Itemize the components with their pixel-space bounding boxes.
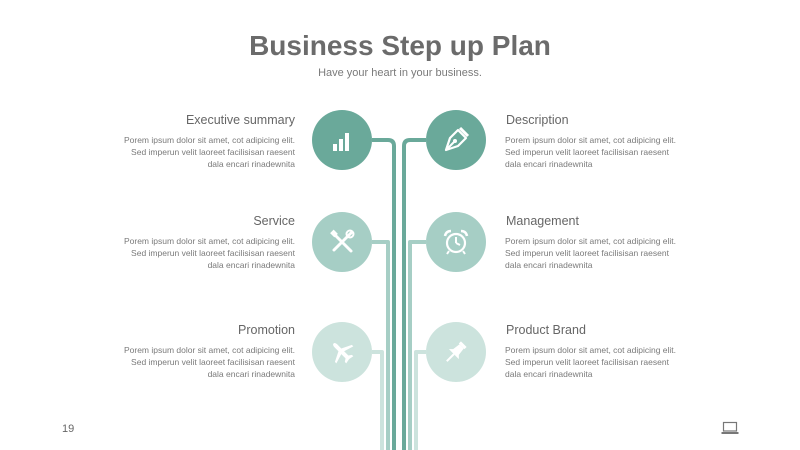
bar-chart-icon [333,133,349,151]
step-heading: Description [506,113,569,127]
step-icon-circle [312,110,372,170]
step-heading: Promotion [238,323,295,337]
stem-line-executive [372,138,396,450]
pen-nib-icon [444,126,470,152]
stem-line-service [372,240,390,450]
slide-title: Business Step up Plan [249,30,551,61]
airplane-icon [333,343,354,364]
stem-line-management [408,240,426,450]
pushpin-icon [446,341,467,362]
step-icon-circle [312,322,372,382]
laptop-icon [721,421,739,434]
step-heading: Service [253,214,295,228]
step-heading: Management [506,214,579,228]
step-heading: Product Brand [506,323,586,337]
step-description: Porem ipsum dolor sit amet, cot adipicin… [505,135,677,169]
stem-line-description [402,138,426,450]
step-heading: Executive summary [185,113,295,127]
step-description: Porem ipsum dolor sit amet, cot adipicin… [123,135,295,169]
step-icon-circle [426,110,486,170]
tools-icon [330,229,355,253]
slide-subtitle: Have your heart in your business. [318,67,482,79]
alarm-clock-icon [443,229,469,255]
step-icon-circle [312,212,372,272]
step-description: Porem ipsum dolor sit amet, cot adipicin… [123,345,295,379]
stem-line-promotion [372,350,384,450]
page-number: 19 [62,423,75,435]
step-icon-circle [426,322,486,382]
step-description: Porem ipsum dolor sit amet, cot adipicin… [505,345,677,379]
step-description: Porem ipsum dolor sit amet, cot adipicin… [505,236,677,270]
step-description: Porem ipsum dolor sit amet, cot adipicin… [123,236,295,270]
step-icon-circle [426,212,486,272]
stem-line-product-brand [414,350,426,450]
